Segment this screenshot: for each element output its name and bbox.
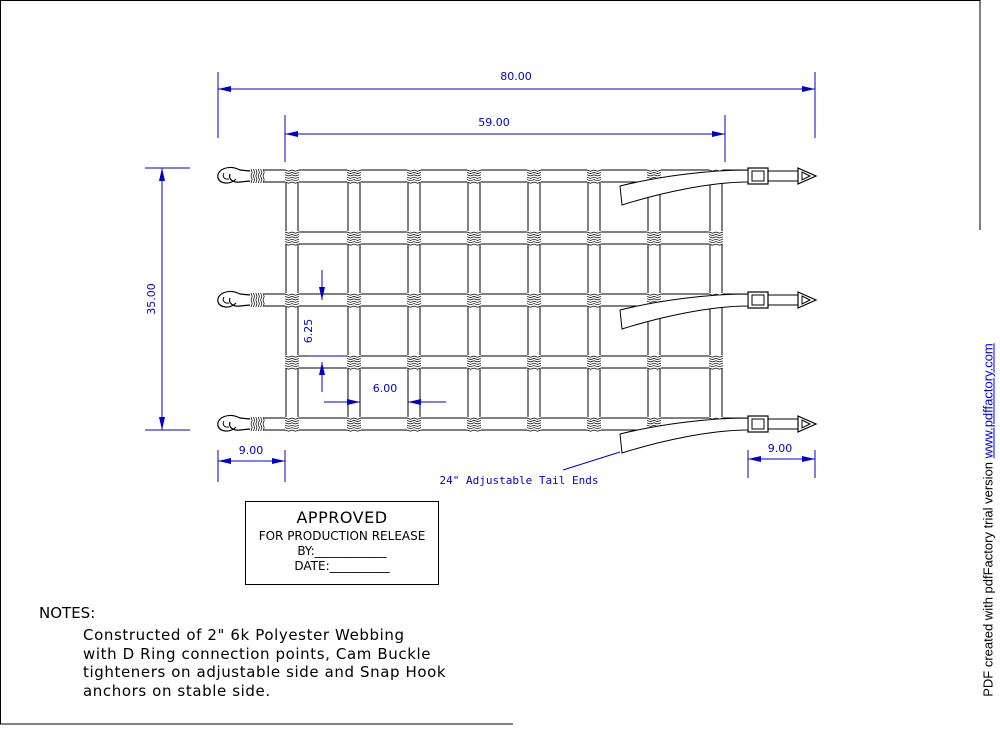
watermark-text: PDF created with pdfFactory trial versio… [980,458,996,697]
stitch-bartack [466,355,482,370]
stitch-bartack [406,417,422,432]
dim-left-end-label: 9.00 [239,444,264,457]
adjustable-tail-end [619,169,749,206]
leader-line [562,451,621,471]
dimension-arrowhead [159,168,165,181]
stitch-bartack [346,169,362,184]
notes-line: tighteners on adjustable side and Snap H… [83,663,447,681]
dimension-arrowhead [319,287,325,300]
stitch-bartack [586,169,602,184]
stitch-bartack [646,231,662,246]
notes-body: Constructed of 2" 6k Polyester Webbing w… [83,626,446,700]
stitch-bartack [526,355,542,370]
pdf-watermark: PDF created with pdfFactory trial versio… [981,343,996,697]
tail-ends-annotation: 24" Adjustable Tail Ends [440,474,599,487]
dimension-lines [145,72,816,482]
dimension-arrowhead [408,399,421,405]
dimension-arrowhead [159,417,165,430]
stitch-bartack [586,417,602,432]
stitch-bartack [526,169,542,184]
stitch-bartack [466,417,482,432]
cam-buckle-icon [747,291,798,309]
notes-section: NOTES: Constructed of 2" 6k Polyester We… [39,604,446,700]
stitch-bartack [284,231,300,246]
dimension-arrowhead [748,456,761,462]
stitch-bartack [284,169,300,184]
dim-column-spacing-label: 6.00 [373,382,398,395]
dimension-arrowhead [272,458,285,464]
stitch-bartack [346,293,362,308]
stitch-bartack [586,231,602,246]
stitch-bartack [250,416,265,432]
dim-height-label: 35.00 [145,283,158,315]
dim-right-end-label: 9.00 [768,442,793,455]
stitch-bartack [708,231,724,246]
adjustable-tail-end [619,293,749,330]
stitch-bartack [708,355,724,370]
dimension-arrowhead [285,131,298,137]
snap-hook-icon [217,414,251,432]
notes-heading: NOTES: [39,604,96,622]
snap-hook-icon [217,290,251,308]
stitch-bartack [284,293,300,308]
notes-line: Constructed of 2" 6k Polyester Webbing [83,626,405,644]
stitch-bartack [466,169,482,184]
stitch-bartack [250,168,265,184]
drawing-border [0,0,981,725]
stitch-bartack [466,293,482,308]
stitch-bartack [284,355,300,370]
dimension-arrowhead [218,86,231,92]
stitch-bartack [250,292,265,308]
stitch-bartack [406,355,422,370]
d-ring-icon [797,415,818,433]
stitch-bartack [406,293,422,308]
d-ring-icon [797,167,818,185]
stitch-bartack [346,355,362,370]
cam-buckle-icon [747,167,798,185]
notes-line: with D Ring connection points, Cam Buckl… [83,644,432,663]
stitch-bartack [526,293,542,308]
dimension-arrowhead [712,131,725,137]
dimension-arrowhead [802,86,815,92]
dim-overall-length-label: 80.00 [500,70,532,83]
dim-row-spacing-label: 6.25 [302,319,315,344]
stitch-bartack [346,417,362,432]
approval-date-line: DATE:__________ [294,559,390,573]
dimension-arrowhead [802,456,815,462]
dimension-arrowhead [218,458,231,464]
approval-subtitle: FOR PRODUCTION RELEASE [258,529,426,543]
dimension-arrowhead [347,399,360,405]
approval-by-line: BY:____________ [297,544,387,558]
stitch-bartack [526,231,542,246]
stitch-bartack [526,417,542,432]
stitch-bartack [406,231,422,246]
d-ring-icon [797,291,818,309]
cam-buckle-icon [747,415,798,433]
notes-line: anchors on stable side. [83,681,271,700]
stitch-bartack [406,169,422,184]
stitch-bartack [466,231,482,246]
approval-box: APPROVED FOR PRODUCTION RELEASE BY:_____… [245,501,439,585]
stitch-bartack [586,355,602,370]
cargo-net [217,166,818,454]
dimension-arrowhead [319,362,325,375]
adjustable-tail-end [619,417,749,454]
approval-title: APPROVED [296,508,388,527]
stitch-bartack [586,293,602,308]
snap-hook-icon [217,166,251,184]
watermark-link[interactable]: www.pdffactory.com [980,343,996,459]
stitch-bartack [346,231,362,246]
dim-grid-length-label: 59.00 [478,116,510,129]
stitch-bartack [646,355,662,370]
stitch-bartack [284,417,300,432]
